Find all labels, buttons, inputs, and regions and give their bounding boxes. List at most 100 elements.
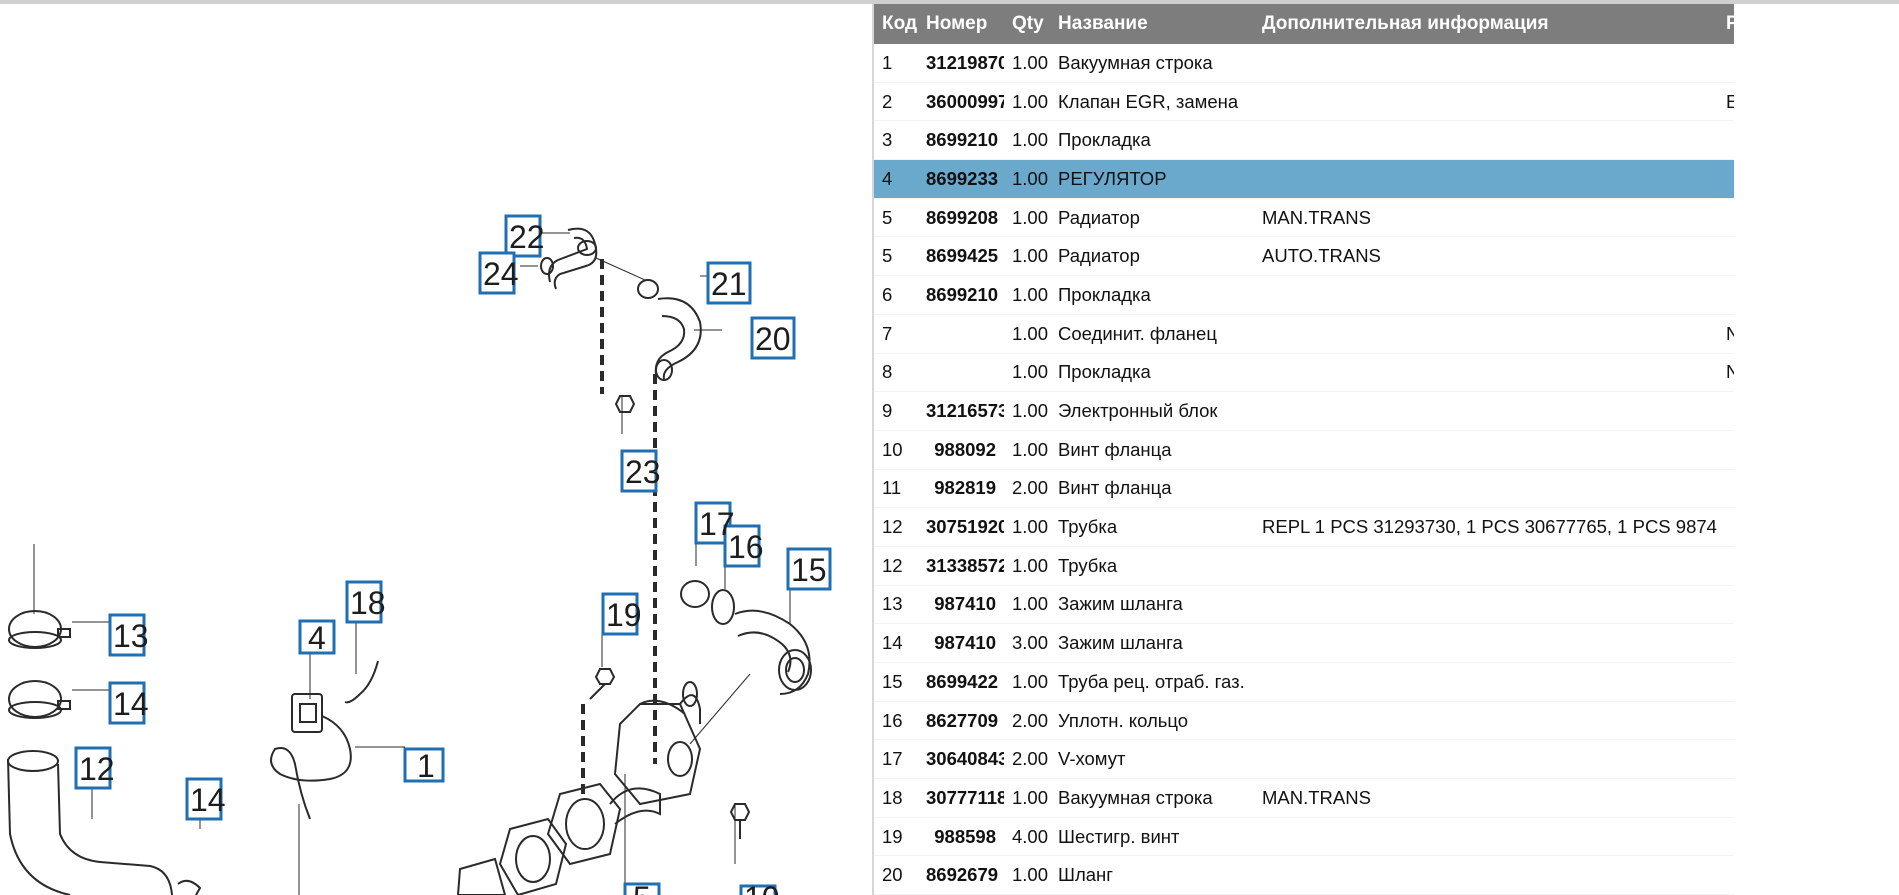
callout-16: 16 xyxy=(728,529,764,565)
cell-qty: 1.00 xyxy=(1004,778,1050,818)
cell-number: 988598 xyxy=(918,817,1004,857)
cell-number: 8627709 xyxy=(918,701,1004,741)
cell-name: Зажим шланга xyxy=(1050,585,1254,625)
cell-qty: 3.00 xyxy=(1004,623,1050,663)
cell-number: 30640843 xyxy=(918,739,1004,780)
parts-table-panel: Код Номер Qty Название Дополнительная ин… xyxy=(874,4,1734,895)
cell-name: РЕГУЛЯТОР xyxy=(1050,159,1254,199)
col-header-qty[interactable]: Qty xyxy=(1004,4,1050,44)
cell-qty: 4.00 xyxy=(1004,817,1050,857)
cell-ps xyxy=(1718,623,1734,663)
cell-number: 8699422 xyxy=(918,662,1004,702)
cell-qty: 1.00 xyxy=(1004,507,1050,547)
cell-ps xyxy=(1718,391,1734,431)
cell-code: 12 xyxy=(874,546,918,586)
callout-24: 24 xyxy=(483,256,519,292)
cell-ps xyxy=(1718,585,1734,625)
callout-1: 1 xyxy=(417,748,435,784)
cell-number: 8699210 xyxy=(918,275,1004,315)
cell-info xyxy=(1254,817,1718,857)
cell-info xyxy=(1254,44,1718,83)
cell-info: MAN.TRANS xyxy=(1254,778,1718,818)
col-header-info[interactable]: Дополнительная информация xyxy=(1254,4,1718,44)
cell-info xyxy=(1254,739,1718,780)
cell-name: Прокладка xyxy=(1050,353,1254,393)
callout-17: 17 xyxy=(699,506,735,542)
cell-ps xyxy=(1718,159,1734,199)
cell-info xyxy=(1254,120,1718,161)
cell-name: Соединит. фланец xyxy=(1050,314,1254,354)
cell-number: 30777118 xyxy=(918,778,1004,818)
table-row[interactable]: 81.00ПрокладкаNS xyxy=(874,353,1734,393)
cell-info xyxy=(1254,855,1718,895)
cell-ps xyxy=(1718,236,1734,277)
cell-number: 8699233 xyxy=(918,159,1004,199)
cell-name: Шланг xyxy=(1050,855,1254,895)
cell-ps xyxy=(1718,44,1734,83)
cell-qty: 1.00 xyxy=(1004,120,1050,161)
cell-qty: 2.00 xyxy=(1004,739,1050,780)
cell-qty: 1.00 xyxy=(1004,353,1050,393)
cell-info xyxy=(1254,469,1718,509)
cell-info xyxy=(1254,430,1718,470)
cell-ps: NS xyxy=(1718,314,1734,354)
cell-code: 1 xyxy=(874,44,918,83)
cell-qty: 1.00 xyxy=(1004,236,1050,277)
cell-number: 30751920 xyxy=(918,507,1004,547)
cell-code: 10 xyxy=(874,430,918,470)
cell-info: MAN.TRANS xyxy=(1254,198,1718,238)
cell-code: 5 xyxy=(874,198,918,238)
cell-number: 31216573 xyxy=(918,391,1004,431)
cell-name: V-хомут xyxy=(1050,739,1254,780)
cell-code: 16 xyxy=(874,701,918,741)
cell-info xyxy=(1254,159,1718,199)
col-header-ps[interactable]: PS xyxy=(1718,4,1734,44)
cell-number: 987410 xyxy=(918,623,1004,663)
col-header-code[interactable]: Код xyxy=(874,4,918,44)
empty-area xyxy=(1734,4,1899,895)
cell-qty: 1.00 xyxy=(1004,430,1050,470)
callout-10: 10 xyxy=(744,880,780,895)
cell-code: 14 xyxy=(874,623,918,663)
cell-number: 988092 xyxy=(918,430,1004,470)
col-header-name[interactable]: Название xyxy=(1050,4,1254,44)
callout-18: 18 xyxy=(350,585,386,621)
callout-5: 5 xyxy=(633,880,651,895)
cell-ps xyxy=(1718,469,1734,509)
cell-qty: 1.00 xyxy=(1004,159,1050,199)
cell-number: 8699425 xyxy=(918,236,1004,277)
cell-info xyxy=(1254,82,1718,122)
cell-qty: 1.00 xyxy=(1004,44,1050,83)
callout-13: 13 xyxy=(113,618,149,654)
cell-info xyxy=(1254,701,1718,741)
cell-qty: 1.00 xyxy=(1004,662,1050,702)
col-header-number[interactable]: Номер xyxy=(918,4,1004,44)
cell-code: 13 xyxy=(874,585,918,625)
cell-number: 31338572 xyxy=(918,546,1004,586)
cell-qty: 2.00 xyxy=(1004,701,1050,741)
cell-code: 15 xyxy=(874,662,918,702)
cell-ps xyxy=(1718,701,1734,741)
cell-info: REPL 1 PCS 31293730, 1 PCS 30677765, 1 P… xyxy=(1254,507,1718,547)
